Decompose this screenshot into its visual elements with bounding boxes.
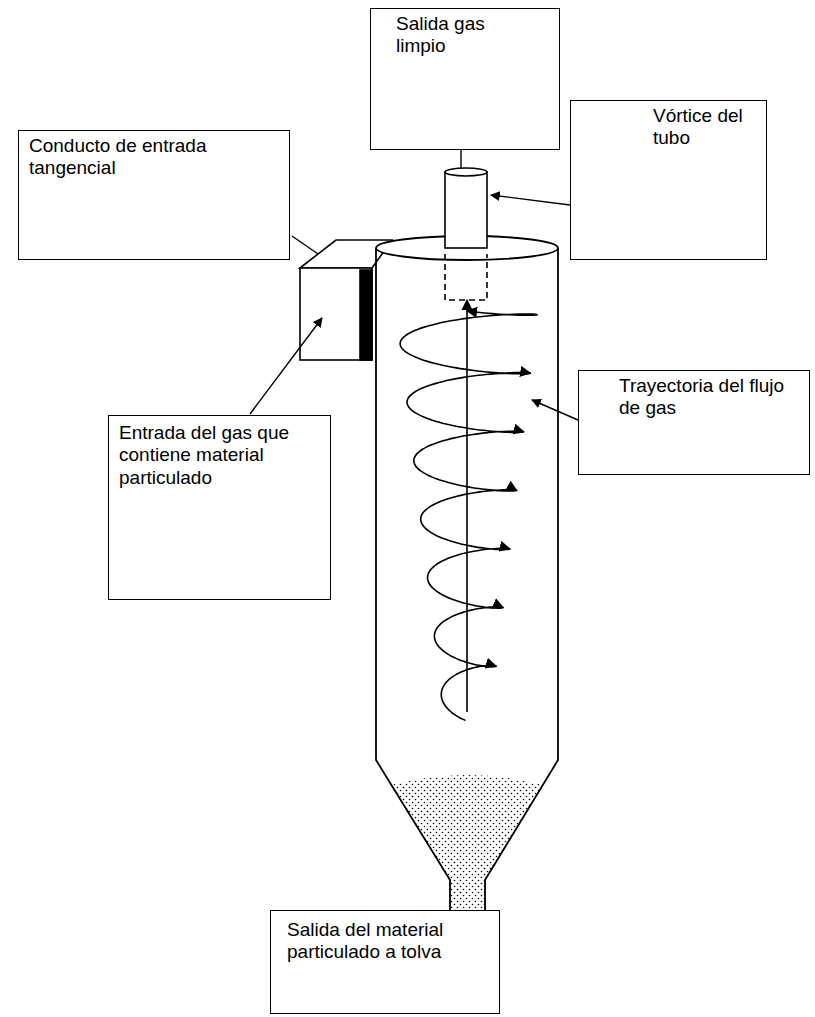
particulate-fill xyxy=(391,775,543,912)
gas-flow-spiral xyxy=(400,300,537,720)
vortex-finder xyxy=(445,168,487,300)
cyclone-body xyxy=(376,236,558,912)
label-box: Conducto de entrada tangencial xyxy=(18,130,290,260)
flow-arrowhead xyxy=(516,489,518,491)
label-box: Entrada del gas que contiene material pa… xyxy=(108,415,331,600)
flow-arrowhead xyxy=(502,606,504,608)
spiral-path xyxy=(400,311,537,720)
box-label: Conducto de entrada tangencial xyxy=(29,135,219,180)
flow-arrowhead xyxy=(494,665,496,667)
label-box: Salida del material particulado a tolva xyxy=(270,910,500,1014)
label-box: Salida gas limpio xyxy=(370,8,560,150)
box-label: Entrada del gas que contiene material pa… xyxy=(119,422,325,489)
leader-lines xyxy=(250,150,578,420)
flow-arrowhead xyxy=(508,548,510,550)
inlet-duct xyxy=(300,240,392,360)
box-label: Vórtice del tubo xyxy=(653,105,761,150)
flow-arrowhead xyxy=(529,372,530,374)
flow-arrowhead xyxy=(522,431,524,433)
box-label: Trayectoria del flujo de gas xyxy=(619,375,794,420)
box-label: Salida del material particulado a tolva xyxy=(287,919,492,964)
box-label: Salida gas limpio xyxy=(396,13,526,58)
inner-vortex xyxy=(466,300,468,712)
label-box: Vórtice del tubo xyxy=(570,100,767,260)
label-box: Trayectoria del flujo de gas xyxy=(578,370,810,475)
